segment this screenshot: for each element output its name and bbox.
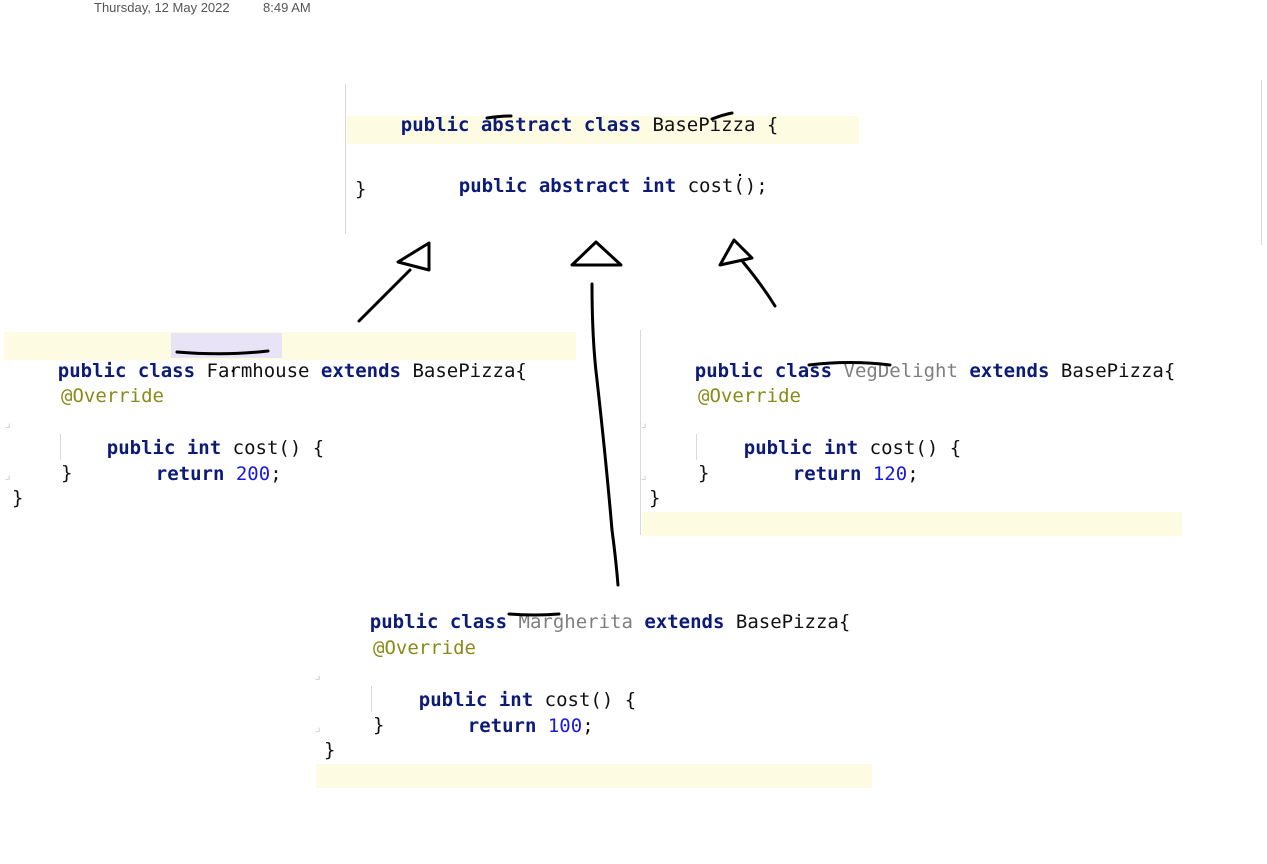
class-closing-brace: }: [649, 487, 661, 509]
fold-marker: ⌟: [314, 720, 322, 734]
vegdelight-declaration: public class VegDelight extends BasePizz…: [649, 332, 1176, 410]
parent-class: BasePizza{: [1060, 360, 1176, 382]
keyword: class: [449, 611, 508, 633]
keyword: public: [57, 360, 127, 382]
method-closing-brace: }: [61, 462, 73, 484]
base-line-highlight: [347, 116, 859, 144]
semicolon: ;: [270, 463, 282, 485]
keyword: class: [137, 360, 196, 382]
method-declaration: public int cost() {: [698, 409, 961, 487]
indent-guide: [60, 434, 61, 460]
base-panel-border: [345, 84, 346, 234]
class-name: BasePizza: [652, 114, 756, 136]
keyword: class: [583, 114, 642, 136]
keyword: return: [792, 463, 862, 485]
return-statement: return 100;: [422, 687, 594, 765]
keyword: int: [823, 437, 859, 459]
vegdelight-line-highlight: [642, 512, 1182, 536]
method-signature: cost() {: [544, 689, 637, 711]
keyword: int: [186, 437, 222, 459]
return-value: 120: [872, 463, 908, 485]
fold-marker: ⌟: [314, 668, 322, 682]
keyword: abstract: [538, 175, 631, 197]
ink-underline-basepizza: [710, 111, 734, 121]
indent-guide: [696, 434, 697, 460]
margherita-line-highlight: [316, 764, 872, 788]
ink-arrow-margherita-line: [590, 282, 620, 587]
return-value: 200: [235, 463, 271, 485]
keyword: public: [369, 611, 439, 633]
ink-arrow-margherita-head: [570, 240, 623, 267]
base-class-code: public abstract class BasePizza { public…: [355, 86, 855, 206]
indent-guide: [371, 686, 372, 712]
method-declaration: public int cost() {: [61, 409, 324, 487]
keyword: public: [106, 437, 176, 459]
ink-dot: [738, 173, 742, 177]
veg-panel-border: [640, 330, 641, 535]
semicolon: ;: [907, 463, 919, 485]
fold-marker: ⌟: [640, 468, 648, 482]
ink-underline-margherita: [507, 612, 561, 617]
fold-marker: ⌟: [4, 416, 12, 430]
override-annotation: @Override: [698, 385, 801, 407]
override-annotation: @Override: [61, 385, 164, 407]
vegdelight-class-code: public class VegDelight extends BasePizz…: [649, 332, 1209, 512]
semicolon: ;: [582, 715, 594, 737]
method-signature: cost() {: [869, 437, 962, 459]
class-name: Farmhouse: [206, 360, 310, 382]
class-name: VegDelight: [843, 360, 958, 382]
keyword: extends: [644, 611, 725, 633]
keyword: public: [400, 114, 470, 136]
closing-brace: }: [355, 178, 367, 200]
keyword: return: [467, 715, 537, 737]
return-value: 100: [547, 715, 583, 737]
method-signature: cost() {: [232, 437, 325, 459]
margherita-class-code: public class Margherita extends BasePizz…: [324, 583, 884, 763]
ink-underline-farmhouse: [175, 349, 270, 356]
time-stamp: 8:49 AM: [263, 0, 311, 15]
ink-arrow-farmhouse-line: [357, 268, 412, 323]
ink-underline-vegdelight: [807, 361, 892, 367]
keyword: public: [694, 360, 764, 382]
right-panel-border: [1261, 80, 1262, 245]
parent-class: BasePizza{: [412, 360, 527, 382]
class-closing-brace: }: [12, 487, 24, 509]
brace: {: [766, 114, 779, 136]
class-closing-brace: }: [324, 739, 336, 761]
method-closing-brace: }: [373, 714, 385, 736]
date-stamp: Thursday, 12 May 2022: [94, 0, 230, 15]
keyword: extends: [969, 360, 1050, 382]
keyword: public: [458, 175, 528, 197]
return-statement: return 200;: [110, 435, 282, 513]
ink-arrow-vegdelight-line: [741, 260, 777, 308]
override-annotation: @Override: [373, 637, 476, 659]
method-declaration: public int cost() {: [373, 661, 636, 739]
keyword: int: [498, 689, 534, 711]
method-closing-brace: }: [698, 462, 710, 484]
farmhouse-declaration: public class Farmhouse extends BasePizza…: [12, 332, 527, 410]
keyword: public: [743, 437, 813, 459]
abstract-method-line: public abstract int cost();: [413, 147, 768, 225]
ink-dot: [231, 369, 235, 373]
class-name: Margherita: [518, 611, 633, 633]
parent-class: BasePizza{: [735, 611, 851, 633]
ink-arrow-farmhouse-head: [396, 241, 431, 272]
farmhouse-class-code: public class Farmhouse extends BasePizza…: [12, 332, 572, 512]
method-signature: cost();: [687, 175, 768, 197]
margherita-declaration: public class Margherita extends BasePizz…: [324, 583, 851, 661]
keyword: return: [155, 463, 225, 485]
keyword: public: [418, 689, 488, 711]
keyword: extends: [320, 360, 401, 382]
base-class-declaration: public abstract class BasePizza {: [355, 86, 779, 164]
keyword: int: [641, 175, 677, 197]
ink-arrow-vegdelight-head: [718, 238, 754, 267]
fold-marker: ⌟: [640, 416, 648, 430]
ink-underline-abstract: [485, 114, 513, 120]
return-statement: return 120;: [747, 435, 919, 513]
fold-marker: ⌟: [4, 468, 12, 482]
farmhouse-line-highlight: [4, 332, 576, 360]
keyword: abstract: [480, 114, 573, 136]
